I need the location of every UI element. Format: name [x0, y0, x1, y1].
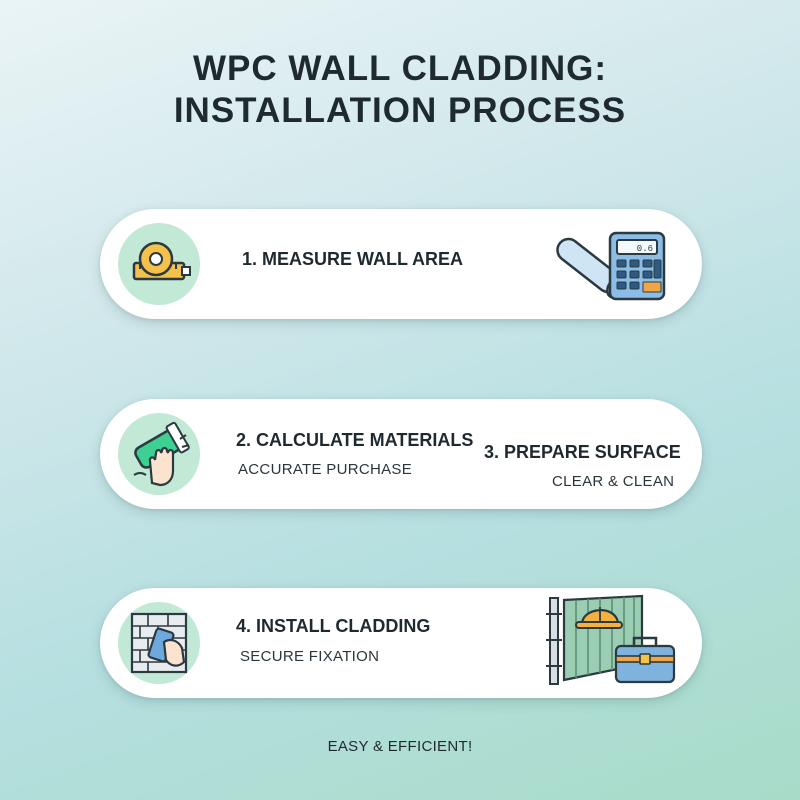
- calculator-display: 0.6: [637, 244, 653, 254]
- step-icon-circle: [118, 223, 200, 305]
- step-card-calculate-prepare: 2. CALCULATE MATERIALS ACCURATE PURCHASE…: [100, 399, 702, 509]
- step-heading: 4. INSTALL CLADDING: [236, 616, 431, 636]
- cleaning-hand-icon: [133, 421, 190, 487]
- page-title-line-2: INSTALLATION PROCESS: [173, 91, 627, 130]
- helmet-toolbox-panel-icon: [546, 594, 676, 685]
- step-subtitle: CLEAR & CLEAN: [552, 473, 675, 490]
- step-card-measure: 1. MEASURE WALL AREA 0.6: [100, 209, 702, 319]
- blueprint-calculator-icon: 0.6: [556, 231, 666, 301]
- tape-measure-icon: [132, 241, 191, 281]
- page-title: WPC WALL CLADDING: INSTALLATION PROCESS: [0, 48, 800, 132]
- step-subtitle: SECURE FIXATION: [240, 648, 380, 665]
- step-heading: 2. CALCULATE MATERIALS: [236, 430, 474, 450]
- step-heading: 3. PREPARE SURFACE: [484, 442, 681, 462]
- step-heading: 1. MEASURE WALL AREA: [242, 249, 464, 269]
- footer-tagline: EASY & EFFICIENT!: [327, 738, 473, 755]
- wall-hand-icon: [130, 612, 188, 674]
- step-icon-circle: [118, 413, 200, 495]
- step-card-install: 4. INSTALL CLADDING SECURE FIXATION: [100, 588, 702, 698]
- step-icon-circle: [118, 602, 200, 684]
- step-subtitle: ACCURATE PURCHASE: [238, 461, 413, 478]
- page-title-line-1: WPC WALL CLADDING:: [193, 49, 607, 88]
